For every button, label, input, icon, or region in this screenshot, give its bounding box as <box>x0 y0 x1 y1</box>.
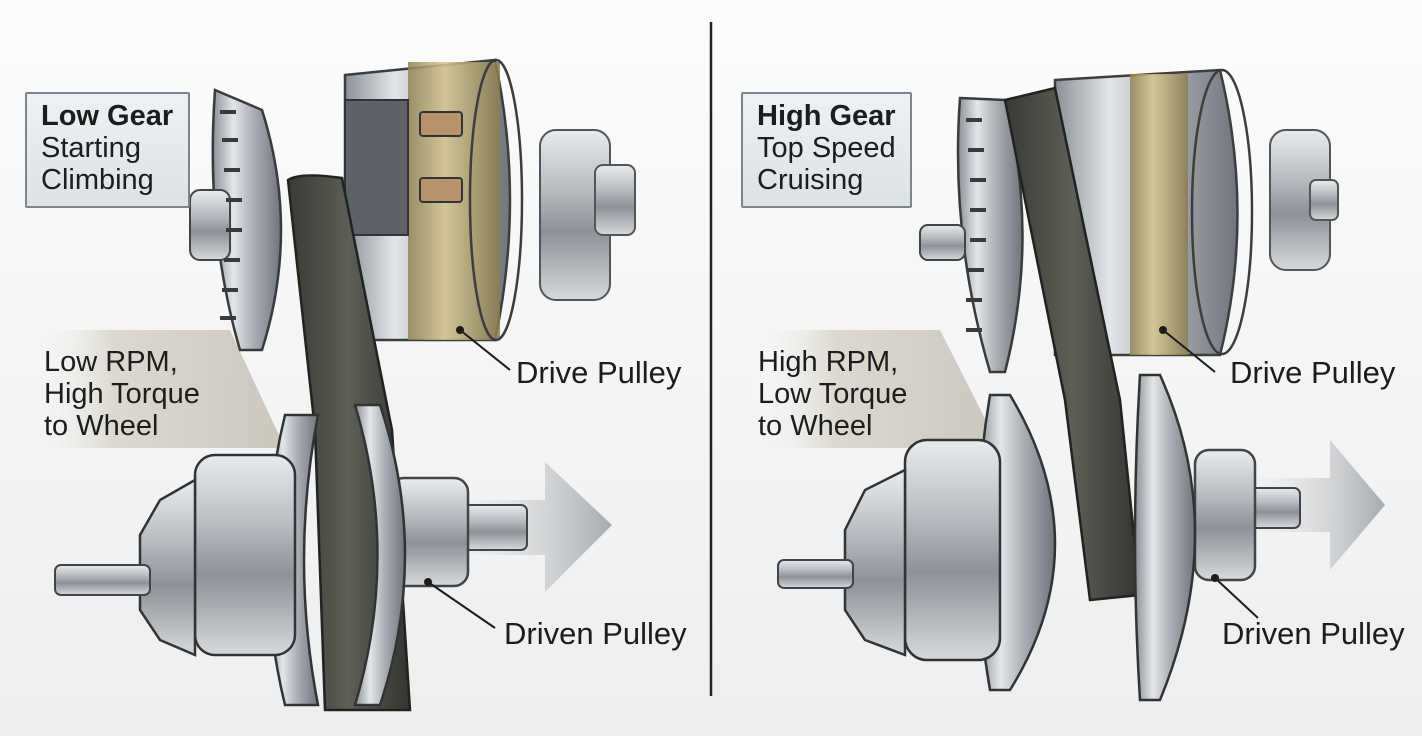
driven-leader-left <box>427 581 496 629</box>
low-gear-title: Low Gear <box>41 100 174 132</box>
low-ratio-line-2: High Torque <box>44 378 200 410</box>
drive-pulley-right <box>1053 68 1339 357</box>
drive-leader-right <box>1162 329 1216 373</box>
high-gear-ratio: High RPM, Low Torque to Wheel <box>758 346 907 442</box>
low-gear-box: Low Gear Starting Climbing <box>25 92 190 208</box>
high-ratio-line-2: Low Torque <box>758 378 908 410</box>
low-gear-line-2: Climbing <box>41 164 154 196</box>
high-gear-title: High Gear <box>757 100 896 132</box>
high-gear-line-1: Top Speed <box>757 132 896 164</box>
high-gear-box: High Gear Top Speed Cruising <box>741 92 912 208</box>
ratio-callout-bg-right <box>745 330 1000 448</box>
toothed-sheave-left <box>189 88 283 352</box>
high-gear-line-2: Cruising <box>757 164 864 196</box>
drive-pulley-label-left: Drive Pulley <box>516 355 682 390</box>
driven-pulley-right <box>777 373 1385 702</box>
output-arrow-left <box>455 462 612 592</box>
ratio-callout-bg <box>20 330 285 448</box>
high-ratio-line-3: to Wheel <box>758 410 873 442</box>
low-ratio-line-3: to Wheel <box>44 410 159 442</box>
low-gear-drawing <box>20 58 636 712</box>
driven-pulley-label-right: Driven Pulley <box>1222 616 1405 651</box>
driven-leader-right <box>1214 577 1259 619</box>
toothed-sheave-right <box>919 96 1024 374</box>
drive-pulley-left <box>343 58 636 342</box>
low-gear-line-1: Starting <box>41 132 141 164</box>
low-gear-ratio: Low RPM, High Torque to Wheel <box>44 346 200 442</box>
output-arrow-right <box>1255 440 1385 570</box>
drive-leader-left <box>459 329 511 371</box>
high-ratio-line-1: High RPM, <box>758 346 899 378</box>
driven-pulley-left <box>54 403 612 707</box>
high-gear-drawing <box>745 68 1385 702</box>
low-ratio-line-1: Low RPM, <box>44 346 178 378</box>
drive-pulley-label-right: Drive Pulley <box>1230 355 1396 390</box>
driven-pulley-label-left: Driven Pulley <box>504 616 687 651</box>
